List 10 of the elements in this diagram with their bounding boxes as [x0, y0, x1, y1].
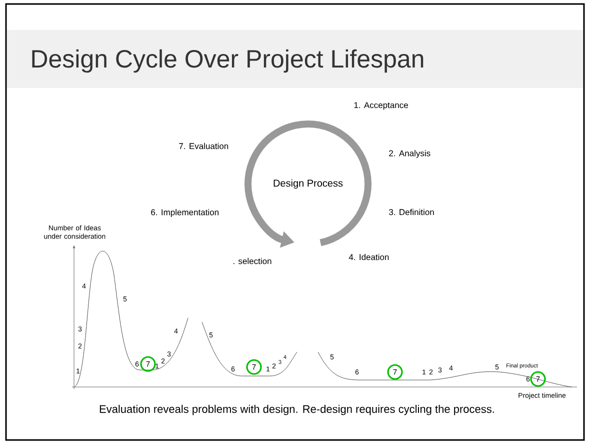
stage-label: 3. Definition [389, 208, 434, 216]
stage-label: 2. Analysis [389, 150, 430, 158]
caption: Evaluation reveals problems with design. Re-design requires cycling the process. [100, 404, 494, 416]
stage-label: . selection [233, 258, 272, 264]
cycle-label: Design Process [274, 179, 343, 189]
stage-label: 6. Implementation [151, 209, 218, 217]
stage-label: 1. Acceptance [354, 102, 408, 110]
stage-label: 4. Ideation [348, 254, 389, 260]
title: Design Cycle Over Project Lifespan [32, 49, 424, 73]
stage-label: 7. Evaluation [179, 142, 228, 150]
